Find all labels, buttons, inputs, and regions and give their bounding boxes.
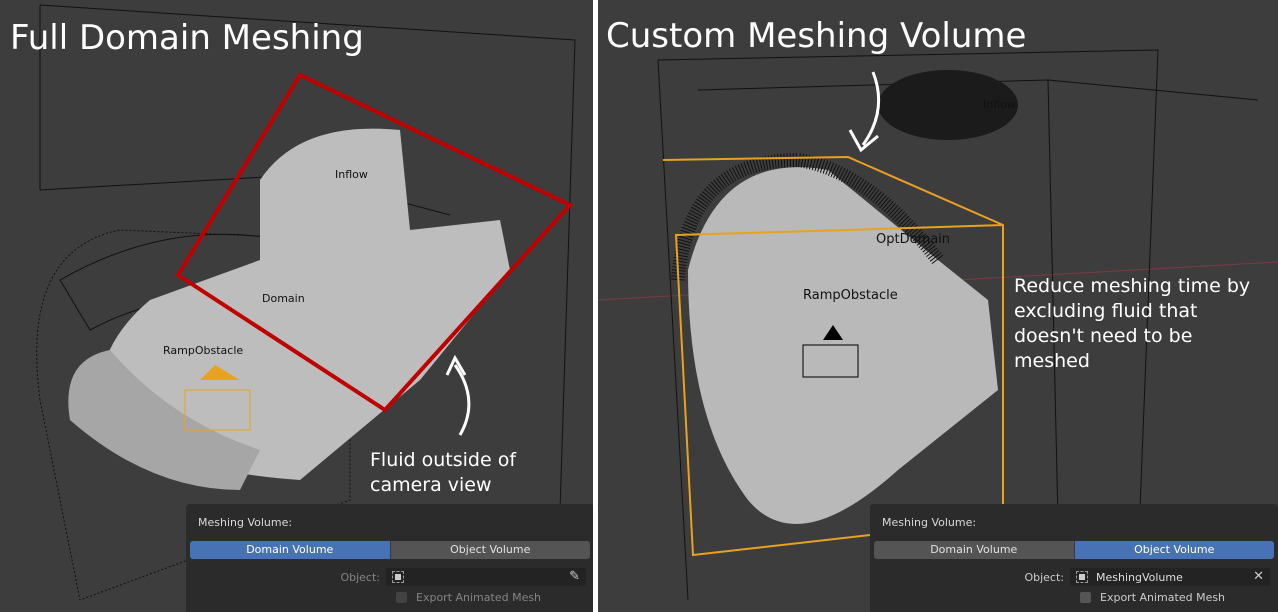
object-field[interactable]: MeshingVolume ✕	[1070, 568, 1270, 586]
meshing-volume-panel: Meshing Volume: Domain Volume Object Vol…	[186, 504, 593, 612]
annotation-note: Reduce meshing time by excluding fluid t…	[1014, 275, 1251, 372]
object-volume-button[interactable]: Object Volume	[389, 541, 590, 559]
panel-header: Meshing Volume:	[882, 516, 977, 529]
object-label-ramp: RampObstacle	[163, 344, 244, 357]
meshing-volume-toggle: Domain Volume Object Volume	[190, 541, 590, 559]
view-title: Full Domain Meshing	[10, 18, 364, 58]
object-icon	[1076, 571, 1088, 583]
meshing-volume-toggle: Domain Volume Object Volume	[874, 541, 1274, 559]
panel-header: Meshing Volume:	[198, 516, 293, 529]
domain-volume-button[interactable]: Domain Volume	[190, 541, 390, 559]
object-icon	[392, 571, 404, 583]
object-label: Object:	[340, 571, 380, 584]
domain-volume-button[interactable]: Domain Volume	[874, 541, 1074, 559]
object-label: Object:	[1024, 571, 1064, 584]
object-label-inflow: Inflow	[335, 168, 368, 181]
object-label-inflow: Inflow	[983, 98, 1016, 111]
object-value: MeshingVolume	[1096, 571, 1183, 584]
view-title: Custom Meshing Volume	[606, 16, 1027, 56]
eyedropper-icon[interactable]: ✎	[569, 569, 580, 584]
scene-custom-volume	[598, 49, 1278, 601]
viewport-custom-volume[interactable]: Custom Meshing Volume Inflow OptDomain R…	[598, 0, 1278, 612]
scene-full-domain	[36, 4, 576, 601]
object-label-ramp: RampObstacle	[803, 288, 898, 303]
viewport-full-domain[interactable]: Full Domain Meshing Inflow Domain RampOb…	[0, 0, 593, 612]
export-animated-mesh-checkbox[interactable]	[396, 592, 407, 603]
object-label-domain: Domain	[262, 292, 305, 305]
annotation-note: Fluid outside of camera view	[370, 449, 517, 496]
export-animated-mesh-label: Export Animated Mesh	[1100, 591, 1226, 604]
object-label-domain: OptDomain	[876, 232, 951, 247]
object-volume-button[interactable]: Object Volume	[1073, 541, 1274, 559]
export-animated-mesh-checkbox[interactable]	[1080, 592, 1091, 603]
export-animated-mesh-label: Export Animated Mesh	[416, 591, 542, 604]
meshing-volume-panel: Meshing Volume: Domain Volume Object Vol…	[870, 504, 1278, 612]
clear-x-icon[interactable]: ✕	[1253, 569, 1264, 584]
object-field[interactable]: ✎	[386, 568, 586, 586]
